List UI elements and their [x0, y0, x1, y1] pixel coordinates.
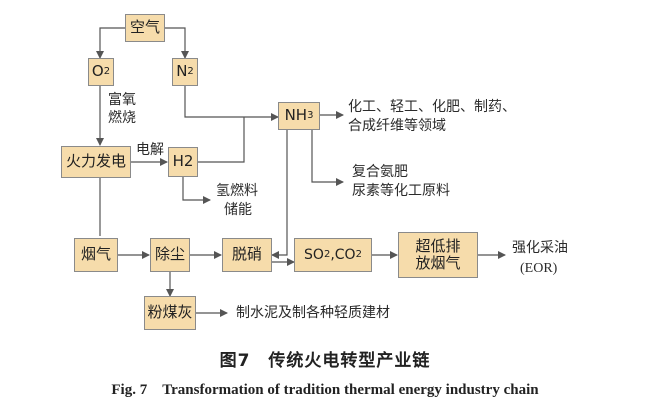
label-eor: (EOR)	[520, 261, 558, 276]
figure-caption-chinese: 图7 传统火电转型产业链	[219, 351, 431, 371]
label-electrolysis: 电解	[136, 142, 164, 158]
node-o2-subscript: 2	[103, 66, 111, 78]
node-nh3-text: NH	[284, 106, 308, 125]
label-enhanced-oil-recovery: 强化采油	[512, 240, 568, 256]
label-oxygen-rich-combustion: 富氧燃烧	[108, 92, 136, 126]
arrow-h2-nh3	[198, 117, 245, 163]
node-fly-ash: 粉煤灰	[144, 296, 196, 330]
figure-caption-english: Fig. 7 Transformation of tradition therm…	[111, 382, 539, 398]
label-compound-fertilizer: 复合氨肥	[352, 164, 408, 180]
node-o2-text: O	[91, 62, 104, 81]
label-hydrogen-fuel: 氢燃料	[216, 183, 258, 199]
node-denitration: 脱硝	[222, 238, 272, 272]
node-dust-removal: 除尘	[150, 238, 190, 272]
arrow-nh3-fertilizer	[311, 128, 344, 186]
arrow-air-n2	[165, 27, 189, 59]
arrow-air-o2	[96, 27, 125, 59]
arrow-h2-fuel	[182, 177, 211, 204]
node-n2-subscript: 2	[187, 66, 194, 78]
node-flue-gas: 烟气	[74, 238, 118, 272]
node-co2-text: ,CO	[330, 246, 356, 263]
label-urea: 尿素等化工原料	[352, 183, 450, 199]
label-energy-storage: 储能	[224, 202, 252, 218]
node-nh3-subscript: 3	[307, 110, 314, 122]
node-ultra-low-emission: 超低排放烟气	[398, 232, 478, 278]
arrow-n2-nh3	[184, 86, 279, 121]
node-co2-subscript: 2	[355, 249, 362, 261]
label-chem-fields-2: 合成纤维等领域	[348, 118, 446, 134]
arrow-nh3-denitration	[271, 128, 288, 259]
node-so2-subscript: 2	[323, 249, 331, 261]
node-so2-text: SO	[304, 246, 324, 263]
label-cement: 制水泥及制各种轻质建材	[236, 305, 390, 321]
node-power-generation: 火力发电	[61, 146, 131, 178]
node-n2-text: N	[176, 62, 188, 81]
label-chem-fields-1: 化工、轻工、化肥、制药、	[348, 99, 516, 115]
node-h2: H2	[168, 147, 198, 177]
node-air: 空气	[125, 14, 165, 42]
